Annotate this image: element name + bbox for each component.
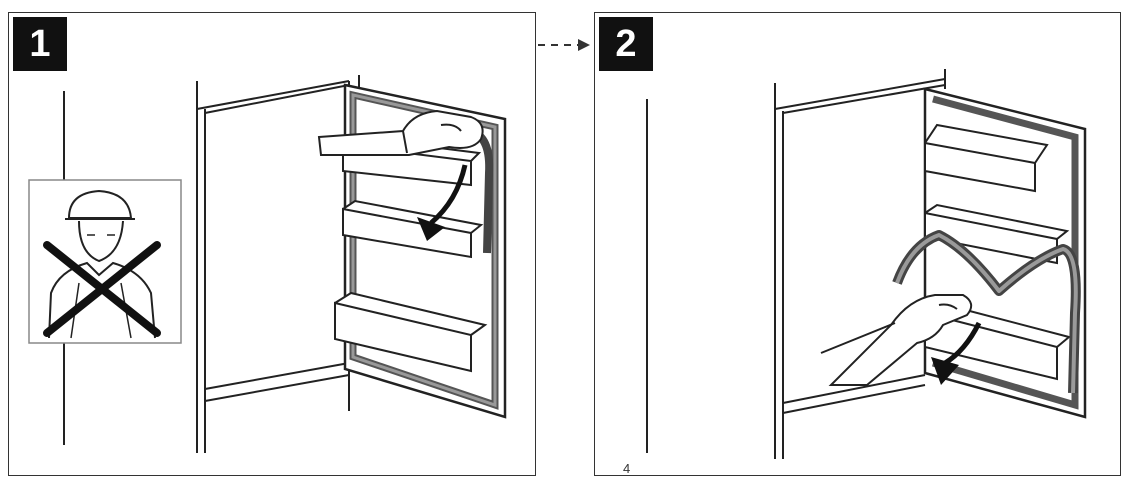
fridge-door: [923, 87, 1087, 419]
step-2-number: 2: [615, 22, 637, 65]
step-1-badge: 1: [13, 17, 67, 71]
step-2-badge: 2: [599, 17, 653, 71]
page-mark: 4: [623, 461, 630, 476]
step-1-panel: 1: [8, 12, 536, 476]
hand-icon: [820, 294, 973, 386]
hand-icon: [317, 109, 484, 156]
step-2-illustration: 4: [623, 69, 1087, 476]
fridge-cabinet: [196, 75, 360, 453]
dashed-arrow-icon: [538, 39, 590, 51]
door-shelf-middle: [924, 203, 1070, 265]
step-1-illustration: [28, 75, 507, 453]
door-shelf-top: [924, 123, 1049, 193]
fridge-cabinet: [774, 69, 946, 459]
rotate-arrow-icon: [931, 321, 982, 385]
rotate-arrow-icon: [417, 164, 468, 241]
step-2-panel: 2: [594, 12, 1121, 476]
door-shelf-bottom: [334, 291, 488, 373]
no-helmet-warning-icon: [28, 179, 182, 344]
step-1-number: 1: [29, 22, 51, 65]
